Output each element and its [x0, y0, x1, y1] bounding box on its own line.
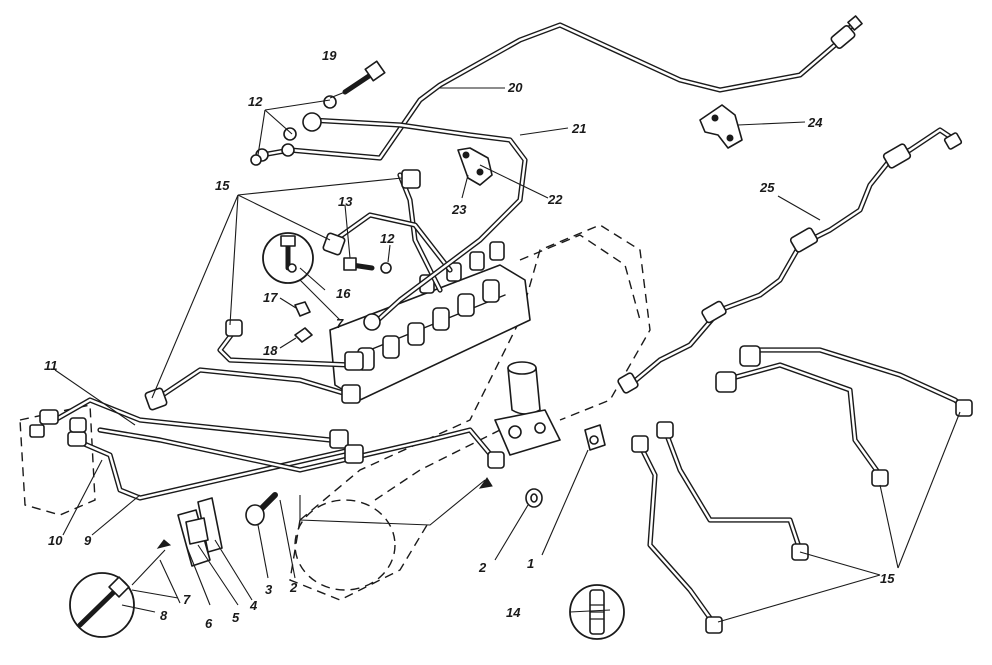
- callout-15b: 15: [880, 571, 895, 586]
- clip-22-23: [457, 147, 493, 186]
- callout-2b: 2: [289, 580, 298, 595]
- callout-6: 6: [205, 616, 213, 631]
- callout-4: 4: [249, 598, 258, 613]
- arrow-heads: [156, 477, 493, 549]
- bolt-3: [245, 492, 278, 526]
- callout-24: 24: [807, 115, 823, 130]
- callout-9: 9: [84, 533, 92, 548]
- washer-2: [525, 488, 543, 508]
- callout-labels: 1 2 2 3 4 5 6 7 7 8 9 10 11 12 12 13 14 …: [44, 48, 895, 631]
- callout-12b: 12: [380, 231, 395, 246]
- callout-3: 3: [265, 582, 273, 597]
- callout-11: 11: [44, 358, 58, 373]
- callout-12a: 12: [248, 94, 263, 109]
- callout-10: 10: [48, 533, 63, 548]
- callout-17: 17: [263, 290, 278, 305]
- bracket-24: [699, 104, 743, 149]
- callout-8: 8: [160, 608, 168, 623]
- callout-20: 20: [507, 80, 523, 95]
- callout-5: 5: [232, 610, 240, 625]
- detail-circle-14: [569, 584, 625, 640]
- callout-15a: 15: [215, 178, 230, 193]
- clamp-4-5-6: [177, 497, 223, 567]
- callout-7a: 7: [183, 592, 191, 607]
- callout-1: 1: [527, 556, 534, 571]
- leader-lines: [54, 87, 961, 623]
- pipes-15-right: [631, 345, 973, 634]
- pipe-nuts-left: [29, 169, 505, 469]
- callout-25: 25: [759, 180, 775, 195]
- callout-21: 21: [571, 121, 586, 136]
- callout-13: 13: [338, 194, 353, 209]
- parts-17-18: [294, 301, 313, 343]
- callout-22: 22: [547, 192, 563, 207]
- detail-circle-16: [262, 232, 314, 284]
- callout-19: 19: [322, 48, 337, 63]
- injection-pump: [329, 241, 561, 456]
- return-lines-top: [250, 15, 863, 331]
- bolt-19: [342, 60, 386, 95]
- callout-18: 18: [263, 343, 278, 358]
- callout-16: 16: [336, 286, 351, 301]
- banjo-1: [584, 424, 606, 451]
- bolt-13: [343, 257, 392, 274]
- pipe-25: [617, 127, 963, 394]
- callout-2: 2: [478, 560, 487, 575]
- callout-14: 14: [506, 605, 521, 620]
- hp-pipes-left: [52, 172, 498, 501]
- callout-23: 23: [451, 202, 467, 217]
- callout-7b: 7: [336, 316, 344, 331]
- detail-circle-8: [69, 572, 135, 638]
